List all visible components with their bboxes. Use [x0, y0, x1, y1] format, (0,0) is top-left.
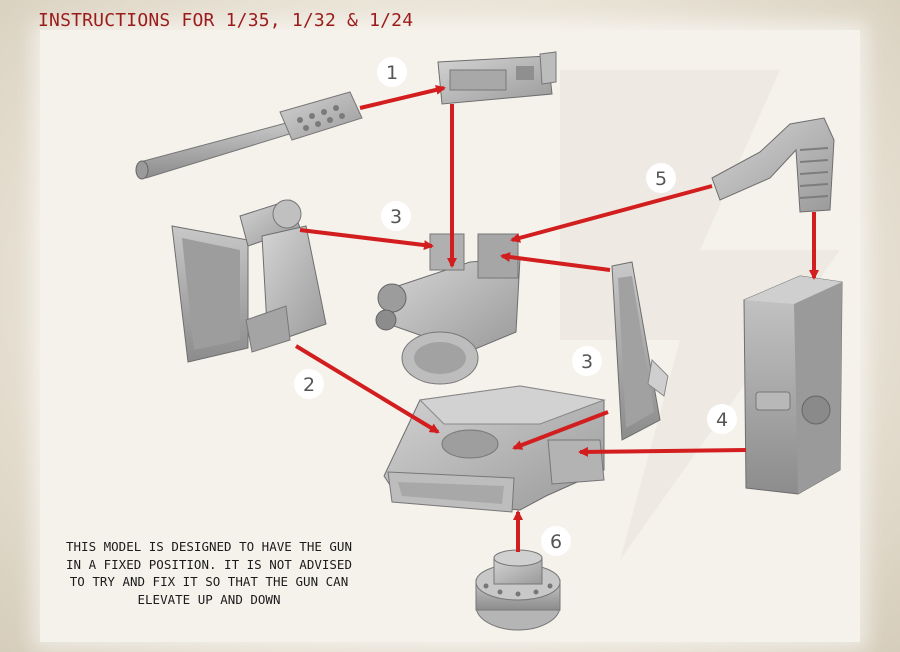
gun-barrel-part — [135, 91, 363, 180]
turret-base-part — [383, 385, 606, 513]
arrow-mount-to-base — [294, 344, 440, 434]
note-line-2: IN A FIXED POSITION. IT IS NOT ADVISED — [66, 556, 352, 572]
arrow-barrel-to-receiver — [359, 84, 446, 110]
step-badge-2: 2 — [294, 369, 324, 399]
fixed-position-note: THIS MODEL IS DESIGNED TO HAVE THE GUN I… — [36, 538, 382, 608]
step-label-5: 5 — [655, 168, 667, 190]
note-line-1: THIS MODEL IS DESIGNED TO HAVE THE GUN — [66, 539, 352, 554]
arrow-belt-to-assembly — [510, 184, 713, 243]
note-line-4: ELEVATE UP AND DOWN — [137, 591, 281, 607]
step-badge-6: 6 — [541, 526, 571, 556]
pedestal-part — [475, 549, 561, 631]
gun-assembly-part — [375, 233, 521, 385]
arrow-shield-to-base — [512, 410, 609, 450]
step-label-3b: 3 — [581, 351, 593, 373]
arrow-pivot-to-assembly — [299, 228, 434, 251]
step-badge-3a: 3 — [381, 201, 411, 231]
gun-shield-left-part — [171, 225, 249, 363]
gun-shield-right-part — [611, 261, 669, 441]
ammo-box-part — [743, 275, 843, 495]
assembly-arrows — [294, 84, 819, 552]
step-label-3a: 3 — [390, 206, 402, 228]
pivot-mount-part — [239, 199, 327, 353]
step-badge-4: 4 — [707, 404, 737, 434]
step-badge-5: 5 — [646, 163, 676, 193]
step-label-2: 2 — [303, 374, 315, 396]
page-title: INSTRUCTIONS FOR 1/35, 1/32 & 1/24 — [38, 10, 414, 31]
arrow-box-to-base — [578, 446, 747, 457]
arrow-shield-to-assembly — [500, 252, 611, 272]
receiver-part — [437, 51, 557, 105]
step-label-4: 4 — [716, 409, 728, 431]
note-line-3: TO TRY AND FIX IT SO THAT THE GUN CAN — [69, 574, 349, 589]
step-label-1: 1 — [386, 62, 398, 84]
ammo-belt-part — [711, 117, 835, 213]
step-badge-1: 1 — [377, 57, 407, 87]
step-label-6: 6 — [550, 531, 562, 553]
step-badge-3b: 3 — [572, 346, 602, 376]
background-watermark — [560, 70, 840, 560]
